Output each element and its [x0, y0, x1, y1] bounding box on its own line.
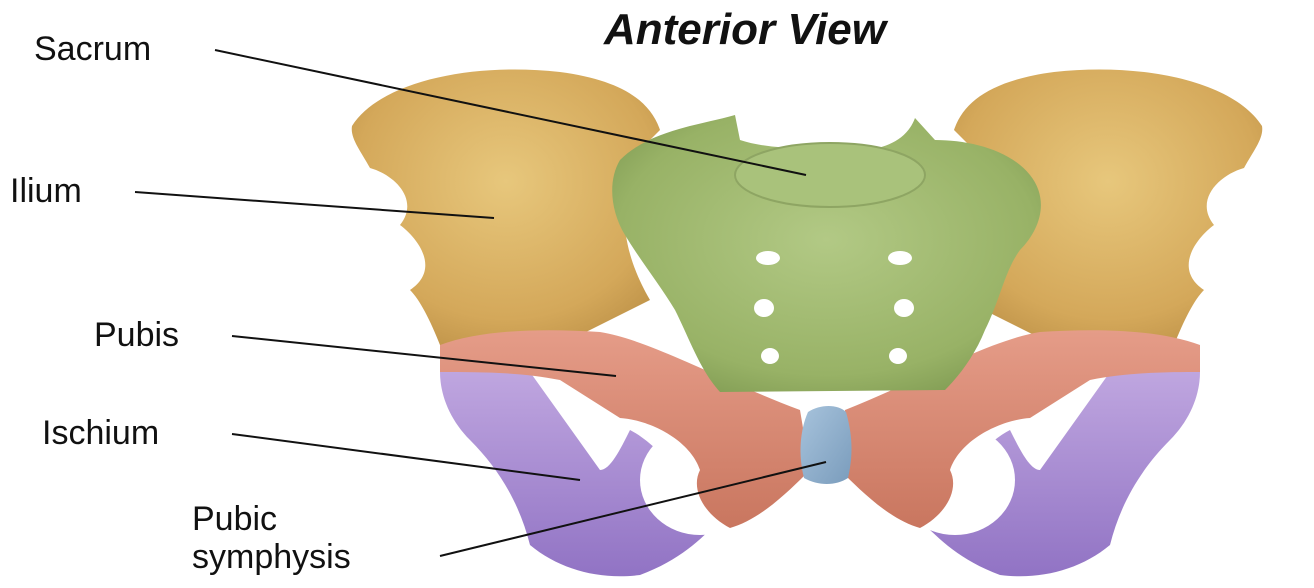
label-sacrum: Sacrum [34, 30, 151, 68]
label-pubic-symphysis-line1: Pubic [192, 500, 277, 538]
label-ilium: Ilium [10, 172, 82, 210]
diagram-title: Anterior View [603, 5, 889, 54]
sacral-promontory [735, 143, 925, 207]
pubic-symphysis-cartilage [801, 406, 852, 484]
label-pubic-symphysis-line2: symphysis [192, 538, 351, 576]
label-ischium: Ischium [42, 414, 159, 452]
label-pubis: Pubis [94, 316, 179, 354]
